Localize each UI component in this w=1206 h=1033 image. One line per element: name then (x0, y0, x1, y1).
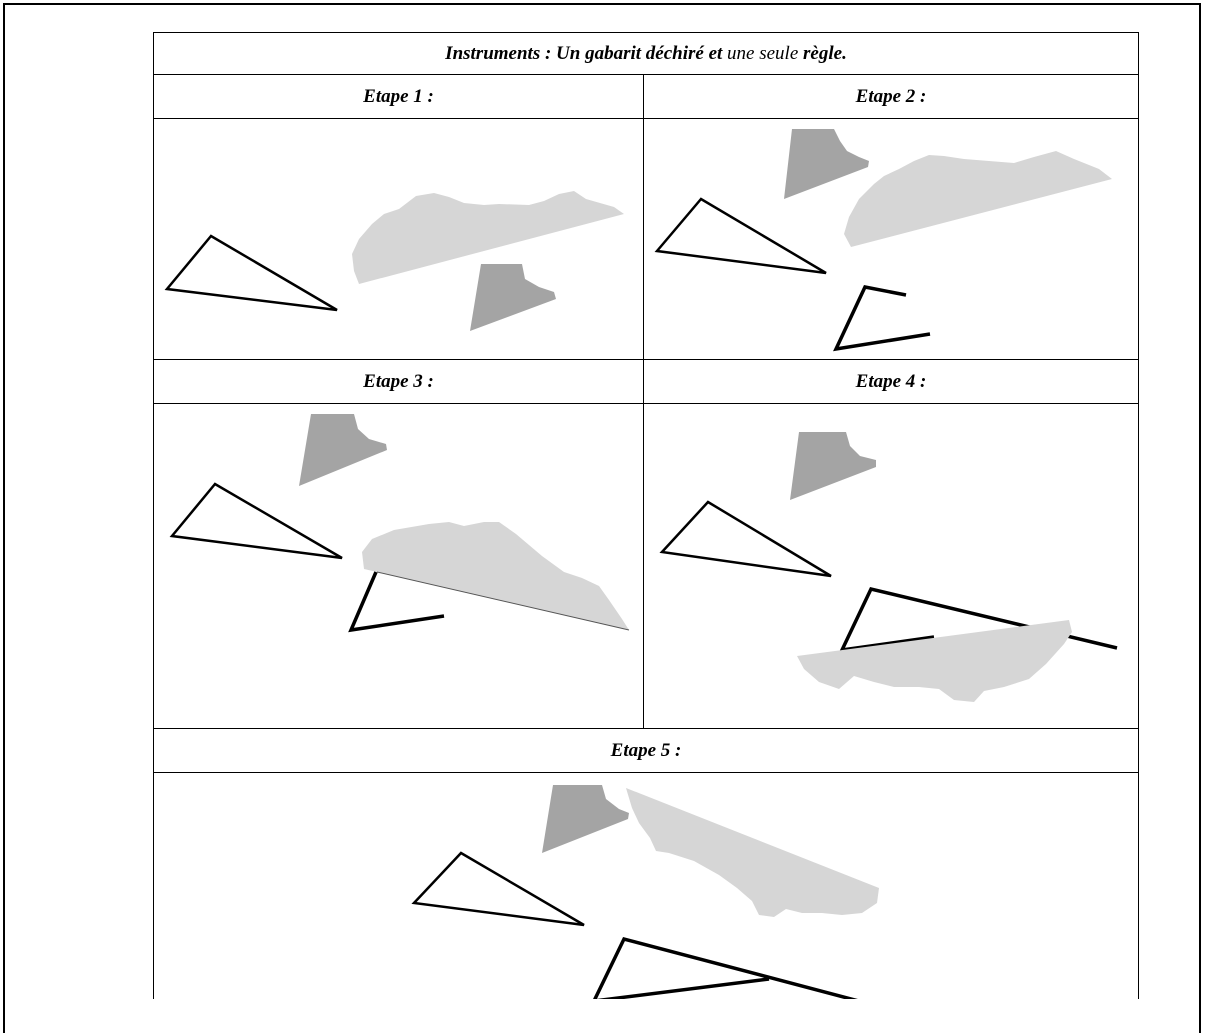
ruler-edge (376, 571, 630, 631)
step-2-figure-cell (643, 118, 1139, 360)
instruments-header: Instruments : Un gabarit déchiré et une … (153, 32, 1139, 75)
drawn-angle (348, 571, 445, 633)
triangle (654, 197, 827, 275)
step-4-figure-cell (643, 403, 1139, 729)
torn-template-shape (470, 264, 556, 331)
triangle (169, 482, 343, 560)
step-3-figure (169, 414, 630, 633)
torn-template-shape (299, 414, 387, 486)
triangle (659, 500, 832, 578)
instruments-text-3: règle. (803, 42, 847, 64)
triangle (164, 234, 338, 312)
construction-steps-table: Instruments : Un gabarit déchiré et une … (153, 32, 1139, 999)
torn-ruler-shape (626, 788, 879, 917)
step-2-figure (654, 129, 1112, 352)
step-1-label: Etape 1 : (153, 74, 644, 119)
instruments-text-1: Instruments : Un gabarit déchiré et (445, 42, 723, 64)
torn-ruler-shape (797, 620, 1072, 702)
step-4-figure (659, 432, 1118, 702)
step-2-label: Etape 2 : (643, 74, 1139, 119)
instruments-text-2: une seule (727, 42, 799, 64)
drawn-angle (593, 936, 858, 999)
torn-ruler-shape (352, 191, 624, 284)
step-5-figure (411, 785, 879, 999)
page-frame (3, 3, 1201, 1033)
step-1-figure-cell (153, 118, 644, 360)
step-1-figure (164, 191, 624, 331)
drawn-angle (833, 285, 931, 352)
step-4-label: Etape 4 : (643, 359, 1139, 404)
triangle (411, 851, 585, 927)
torn-ruler-shape (844, 151, 1112, 247)
step-5-figure-cell (153, 772, 1139, 999)
step-3-label: Etape 3 : (153, 359, 644, 404)
torn-ruler-shape (362, 522, 629, 630)
torn-template-shape (790, 432, 876, 500)
step-5-label: Etape 5 : (153, 728, 1139, 773)
drawn-angle (839, 586, 1118, 653)
step-3-figure-cell (153, 403, 644, 729)
torn-template-shape (542, 785, 629, 853)
torn-template-shape (784, 129, 869, 199)
